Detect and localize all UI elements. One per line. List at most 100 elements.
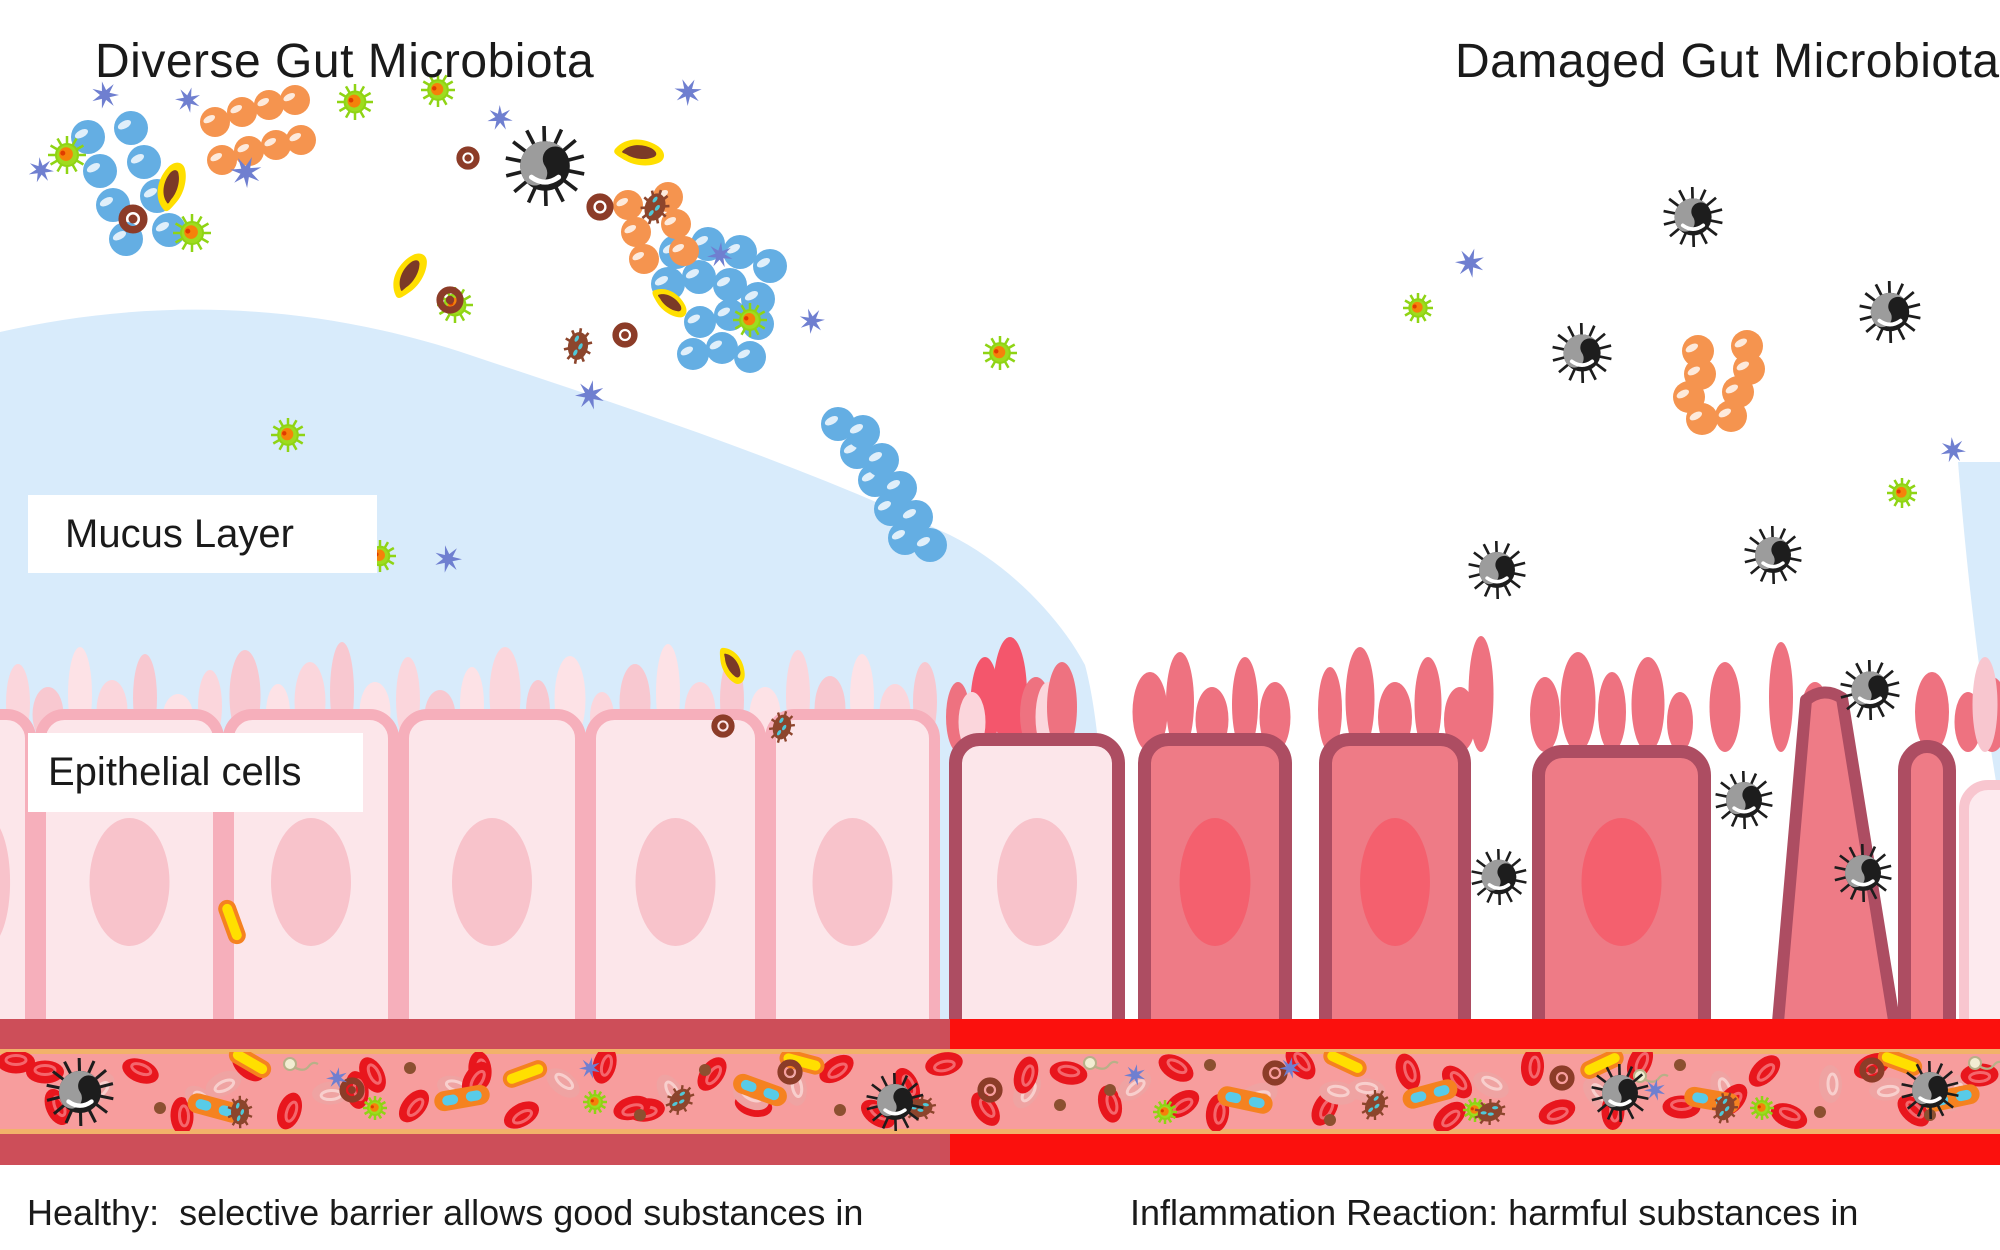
dark-spiky-virus: [1468, 540, 1526, 600]
star-virus: [674, 79, 702, 106]
red-blood-cell: [1748, 1055, 1781, 1087]
villus: [1530, 677, 1560, 752]
green-virus: [733, 303, 767, 337]
yellow-capsule-bacterium: [228, 1052, 272, 1078]
green-virus: [173, 214, 211, 252]
yellow-rod-bacterium: [157, 162, 186, 212]
brown-ring-bacterium: [118, 204, 148, 234]
dark-spiky-virus: [866, 1072, 924, 1131]
villus: [1560, 652, 1596, 752]
brown-ring-bacterium: [586, 193, 614, 221]
tadpole-microbe: [283, 1057, 319, 1071]
green-virus: [583, 1090, 607, 1114]
orange-cocci-chain: [207, 125, 316, 175]
caption-healthy: Healthy: selective barrier allows good s…: [27, 1192, 864, 1233]
pale-blood-cell: [205, 1070, 242, 1098]
yellow-capsule-bacterium: [1323, 1052, 1367, 1077]
red-blood-cell: [1770, 1103, 1808, 1129]
brown-dot-microbe: [1054, 1099, 1066, 1111]
villus: [1915, 672, 1949, 752]
healthy-epithelial-cell: [765, 709, 940, 1086]
red-blood-cell: [1520, 1052, 1545, 1086]
orange-capsule-bacterium: [434, 1084, 490, 1112]
dark-spiky-virus: [1859, 280, 1921, 344]
green-virus: [1887, 478, 1917, 508]
mucus-layer-right-patch: [1958, 462, 2000, 805]
green-virus: [1750, 1096, 1774, 1120]
brown-dot-microbe: [1324, 1114, 1336, 1126]
villus: [1345, 647, 1375, 752]
green-virus: [1153, 1100, 1177, 1124]
star-virus: [1279, 1057, 1301, 1079]
villus: [1132, 672, 1168, 752]
green-virus: [271, 418, 305, 452]
brown-dot-microbe: [634, 1109, 646, 1121]
cell-nucleus: [1581, 818, 1662, 946]
blue-cocci-chain: [677, 332, 766, 373]
star-virus: [1940, 437, 1966, 463]
star-virus: [579, 1057, 601, 1079]
pale-epithelial-cell: [1959, 780, 2000, 1085]
brown-ring-bacterium: [436, 286, 464, 314]
red-blood-cell: [592, 1052, 617, 1084]
title-damaged-gut-microbiota: Damaged Gut Microbiota: [1455, 35, 2000, 88]
brown-spiky-bacterium: [563, 328, 593, 364]
tadpole-microbe: [1083, 1056, 1119, 1070]
blood-vessel: [0, 1019, 2000, 1165]
green-virus: [337, 84, 373, 120]
red-blood-cell: [925, 1052, 963, 1076]
red-blood-cell: [1049, 1061, 1088, 1085]
vessel-wall-top-inflamed: [950, 1019, 2000, 1052]
cell-nucleus: [89, 818, 170, 946]
yellow-rod-bacterium: [719, 647, 745, 684]
dark-spiky-virus: [1834, 843, 1892, 903]
healthy-epithelial-cell: [0, 709, 36, 1086]
brown-dot-microbe: [1104, 1084, 1116, 1096]
red-blood-cell: [1285, 1052, 1316, 1080]
star-virus: [1455, 248, 1484, 278]
cell-nucleus: [271, 818, 351, 946]
green-virus: [363, 1096, 387, 1120]
dark-spiky-virus: [1901, 1060, 1959, 1120]
star-virus: [230, 157, 262, 188]
red-blood-cell: [503, 1101, 540, 1129]
orange-cocci-chain: [1715, 330, 1765, 432]
pale-blood-cell: [1473, 1071, 1509, 1099]
star-virus: [1644, 1079, 1666, 1101]
green-virus: [983, 336, 1017, 370]
villus: [993, 637, 1027, 752]
red-blood-cell: [398, 1089, 430, 1123]
villus: [1709, 662, 1741, 752]
villus: [1166, 652, 1194, 752]
caption-inflammation: Inflammation Reaction: harmful substance…: [1130, 1192, 1859, 1233]
vessel-lining-bottom: [0, 1129, 2000, 1134]
star-virus: [326, 1067, 348, 1089]
pale-blood-cell: [1869, 1077, 1907, 1101]
cell-nucleus: [452, 818, 532, 946]
villus: [1414, 657, 1442, 752]
red-blood-cell: [276, 1092, 303, 1130]
cell-nucleus: [812, 818, 893, 946]
red-blood-cell: [0, 1052, 35, 1074]
yellow-capsule-bacterium: [1580, 1052, 1624, 1079]
yellow-capsule-bacterium: [502, 1060, 548, 1088]
red-blood-cell: [26, 1060, 64, 1084]
dark-spiky-virus: [1471, 848, 1527, 906]
villus: [1667, 692, 1693, 752]
star-virus: [1124, 1064, 1146, 1086]
vessel-wall-top-healthy: [0, 1019, 950, 1052]
villus: [1598, 672, 1626, 752]
star-virus: [707, 242, 733, 268]
red-blood-cell: [1158, 1054, 1194, 1082]
star-virus: [175, 87, 200, 113]
pale-blood-cell: [546, 1068, 580, 1098]
brown-spiky-bacterium: [1474, 1099, 1506, 1125]
red-blood-cell: [1538, 1099, 1576, 1125]
yellow-capsule-bacterium: [218, 899, 246, 945]
brown-dot-microbe: [1674, 1059, 1686, 1071]
star-virus: [575, 380, 604, 410]
epithelial-cells-label: Epithelial cells: [28, 733, 363, 812]
brown-spiky-bacterium: [227, 1095, 253, 1129]
yellow-rod-bacterium: [614, 139, 664, 166]
cell-body: [0, 709, 36, 1086]
